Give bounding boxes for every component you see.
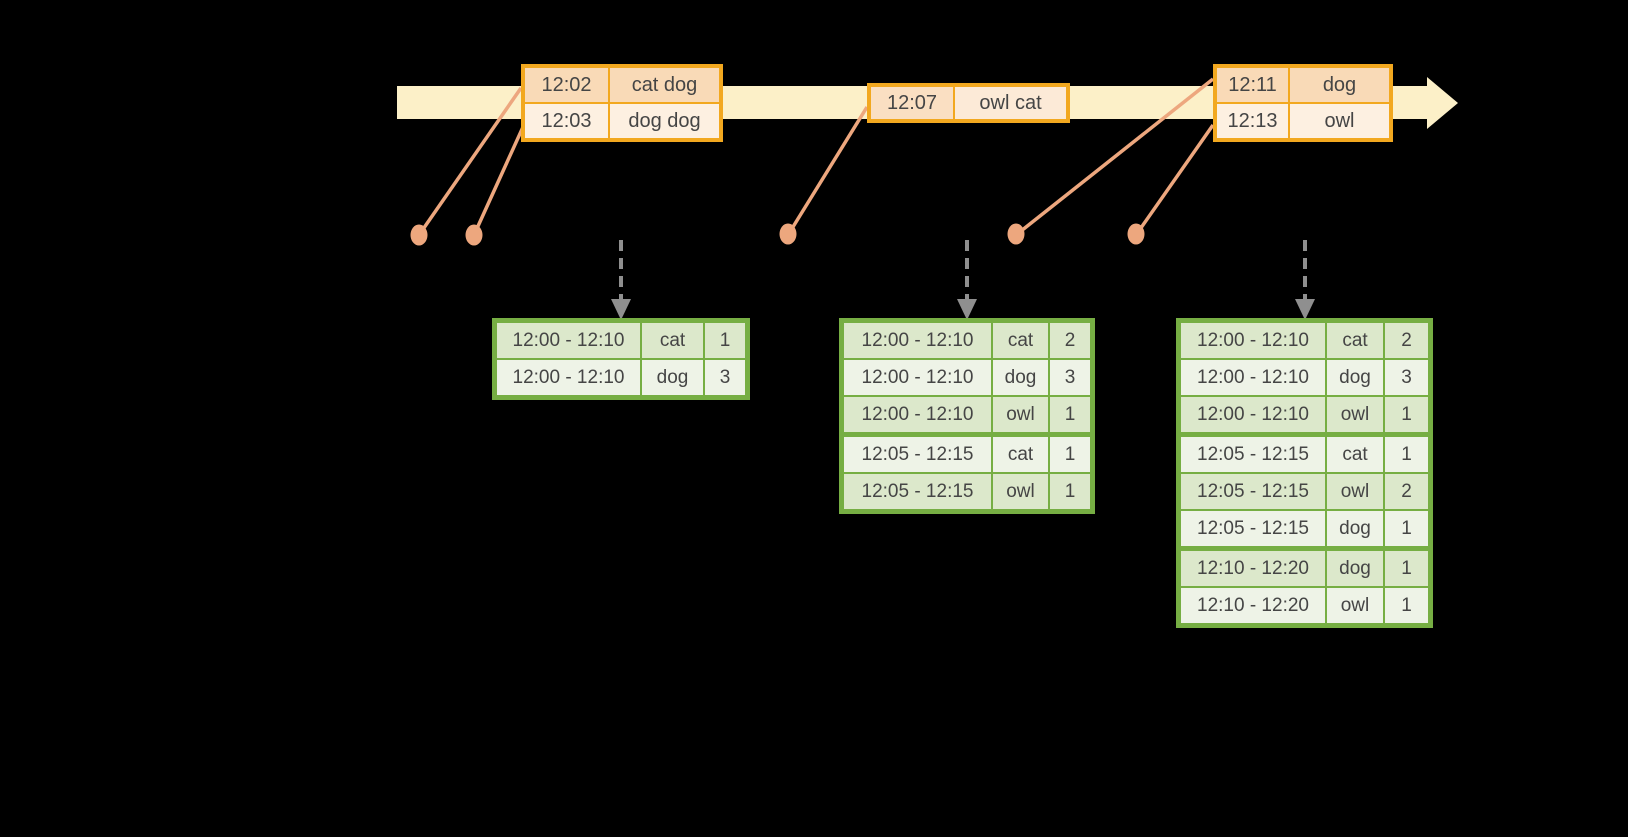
result-window: 12:00 - 12:10 (1181, 360, 1325, 395)
connector-line-5 (1134, 123, 1215, 237)
result-count: 1 (1050, 397, 1090, 432)
result-count: 2 (1385, 474, 1428, 509)
event-dot-1 (410, 224, 428, 246)
result-window: 12:00 - 12:10 (1181, 397, 1325, 432)
down-arrowhead-icon-3 (1295, 299, 1315, 320)
result-word: cat (1327, 323, 1383, 358)
event-dot-3 (779, 223, 797, 245)
connector-line-1 (417, 87, 523, 236)
result-window: 12:05 - 12:15 (1181, 437, 1325, 472)
event-time: 12:11 (1217, 68, 1288, 102)
result-word: dog (1327, 360, 1383, 395)
result-table-2: 12:00 - 12:10 cat 2 12:00 - 12:10 dog 3 … (839, 318, 1095, 514)
result-count: 2 (1385, 323, 1428, 358)
result-word: dog (1327, 511, 1383, 546)
result-count: 1 (1050, 474, 1090, 509)
event-words: dog dog (610, 104, 719, 138)
window-group: 12:05 - 12:15 cat 1 12:05 - 12:15 owl 1 (844, 437, 1090, 509)
result-window: 12:00 - 12:10 (1181, 323, 1325, 358)
event-dot-4 (1007, 223, 1025, 245)
event-words: owl cat (955, 87, 1066, 119)
result-window: 12:05 - 12:15 (1181, 511, 1325, 546)
result-word: dog (993, 360, 1048, 395)
result-table-3: 12:00 - 12:10 cat 2 12:00 - 12:10 dog 3 … (1176, 318, 1433, 628)
result-table-1: 12:00 - 12:10 cat 1 12:00 - 12:10 dog 3 (492, 318, 750, 400)
result-count: 1 (1385, 588, 1428, 623)
result-word: owl (1327, 397, 1383, 432)
result-count: 1 (1385, 437, 1428, 472)
result-count: 3 (705, 360, 745, 395)
connector-line-3 (786, 106, 869, 236)
event-table-2: 12:07 owl cat (867, 83, 1070, 123)
result-window: 12:05 - 12:15 (844, 437, 991, 472)
down-arrowhead-icon-2 (957, 299, 977, 320)
event-time: 12:03 (525, 104, 608, 138)
result-window: 12:00 - 12:10 (844, 360, 991, 395)
result-window: 12:05 - 12:15 (844, 474, 991, 509)
down-arrowhead-icon-1 (611, 299, 631, 320)
result-word: dog (642, 360, 703, 395)
result-count: 1 (1385, 397, 1428, 432)
result-word: owl (1327, 474, 1383, 509)
result-count: 2 (1050, 323, 1090, 358)
event-time: 12:02 (525, 68, 608, 102)
result-window: 12:05 - 12:15 (1181, 474, 1325, 509)
result-window: 12:10 - 12:20 (1181, 551, 1325, 586)
result-count: 1 (1385, 551, 1428, 586)
result-window: 12:00 - 12:10 (844, 323, 991, 358)
event-time: 12:13 (1217, 104, 1288, 138)
event-words: cat dog (610, 68, 719, 102)
window-group: 12:05 - 12:15 cat 1 12:05 - 12:15 owl 2 … (1181, 437, 1428, 546)
result-word: dog (1327, 551, 1383, 586)
result-window: 12:10 - 12:20 (1181, 588, 1325, 623)
result-count: 1 (705, 323, 745, 358)
connector-line-2 (472, 126, 525, 236)
window-group: 12:00 - 12:10 cat 1 12:00 - 12:10 dog 3 (497, 323, 745, 395)
window-group: 12:00 - 12:10 cat 2 12:00 - 12:10 dog 3 … (844, 323, 1090, 432)
result-window: 12:00 - 12:10 (497, 360, 640, 395)
event-dot-5 (1127, 223, 1145, 245)
event-words: owl (1290, 104, 1389, 138)
result-word: cat (1327, 437, 1383, 472)
event-dot-2 (465, 224, 483, 246)
timeline-arrowhead-icon (1427, 77, 1458, 129)
result-word: cat (993, 323, 1048, 358)
window-group: 12:00 - 12:10 cat 2 12:00 - 12:10 dog 3 … (1181, 323, 1428, 432)
result-word: cat (993, 437, 1048, 472)
result-word: owl (1327, 588, 1383, 623)
event-words: dog (1290, 68, 1389, 102)
result-count: 3 (1050, 360, 1090, 395)
result-window: 12:00 - 12:10 (497, 323, 640, 358)
window-group: 12:10 - 12:20 dog 1 12:10 - 12:20 owl 1 (1181, 551, 1428, 623)
event-time: 12:07 (871, 87, 953, 119)
event-table-3: 12:11 dog 12:13 owl (1213, 64, 1393, 142)
result-word: owl (993, 474, 1048, 509)
connector-line-4 (1014, 77, 1215, 237)
result-count: 3 (1385, 360, 1428, 395)
result-count: 1 (1385, 511, 1428, 546)
result-count: 1 (1050, 437, 1090, 472)
result-word: owl (993, 397, 1048, 432)
result-window: 12:00 - 12:10 (844, 397, 991, 432)
result-word: cat (642, 323, 703, 358)
event-table-1: 12:02 cat dog 12:03 dog dog (521, 64, 723, 142)
